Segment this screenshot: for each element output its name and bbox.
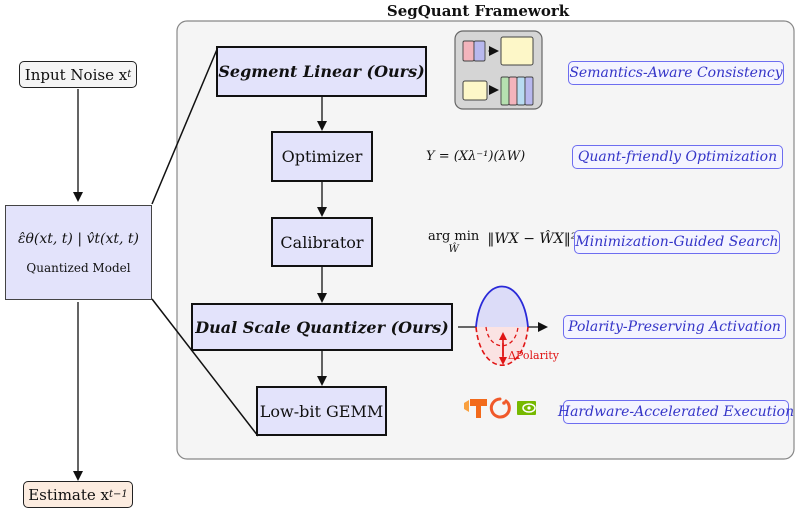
estimate-label: Estimate x — [28, 485, 109, 504]
framework-title: SegQuant Framework — [386, 2, 570, 20]
quantized-model-box: ε̂θ(xt, t) | v̂t(xt, t) Quantized Model — [5, 205, 152, 300]
tag-minimization-guided-search: Minimization-Guided Search — [574, 230, 780, 254]
tag-quant-friendly-optimization: Quant-friendly Optimization — [572, 145, 783, 169]
tensorflow-icon — [464, 399, 487, 418]
segment-linear-box: Segment Linear (Ours) — [216, 46, 427, 97]
estimate-subscript: t−1 — [109, 489, 128, 500]
dual-scale-quantizer-box: Dual Scale Quantizer (Ours) — [191, 303, 453, 351]
tag-hardware-accelerated-execution: Hardware-Accelerated Execution — [558, 400, 794, 424]
polarity-label: ΔPolarity — [508, 349, 560, 362]
low-bit-gemm-box: Low-bit GEMM — [256, 386, 387, 436]
input-noise-label: Input Noise x — [24, 65, 128, 84]
positive-curve — [475, 285, 529, 328]
tag-semantics-aware-consistency: Semantics-Aware Consistency — [568, 61, 784, 85]
model-equation: ε̂θ(xt, t) | v̂t(xt, t) — [17, 230, 140, 247]
optimizer-box: Optimizer — [271, 131, 373, 182]
nvidia-icon — [517, 401, 536, 415]
pytorch-icon — [489, 397, 511, 419]
tag-polarity-preserving-activation: Polarity-Preserving Activation — [563, 315, 786, 339]
calibrator-formula: arg min Ŵ ‖WX − ŴX‖²₂ — [428, 229, 582, 256]
segment-linear-illustration — [454, 30, 543, 110]
calibrator-subscript: Ŵ — [448, 244, 459, 255]
model-label: Quantized Model — [26, 260, 131, 275]
calibrator-objective: ‖WX − ŴX‖²₂ — [487, 231, 582, 247]
zoom-line-top — [151, 46, 219, 205]
calibrator-box: Calibrator — [271, 217, 373, 267]
optimizer-formula: Y = (Xλ⁻¹)(λW) — [426, 149, 526, 164]
zoom-line-bottom — [151, 298, 259, 437]
calibrator-operator: arg min — [428, 229, 480, 244]
polarity-illustration — [458, 285, 548, 366]
input-noise-subscript: t — [127, 69, 132, 80]
